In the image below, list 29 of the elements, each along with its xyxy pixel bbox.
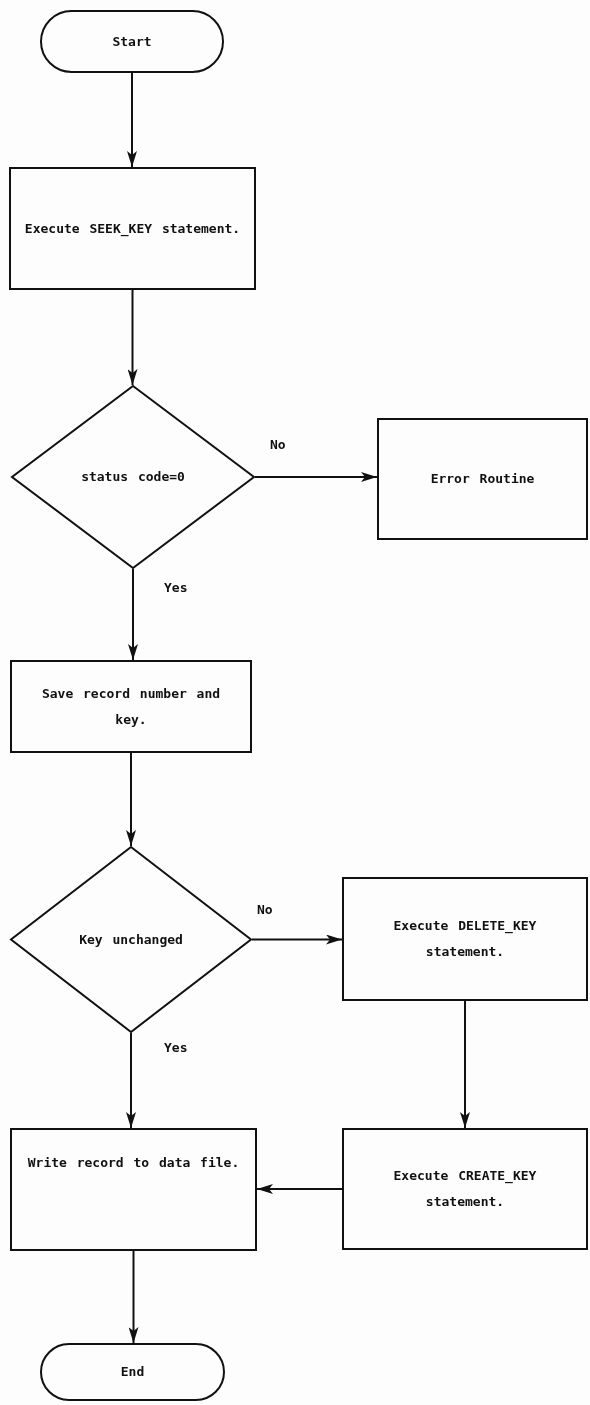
arrow xyxy=(256,1184,343,1194)
decision-diamond xyxy=(11,385,255,569)
arrow xyxy=(128,1250,139,1344)
decision-diamond xyxy=(10,846,252,1033)
node-text: Key unchanged xyxy=(79,930,183,949)
node-text: Execute DELETE_KEY statement. xyxy=(392,917,538,961)
node-text: Error Routine xyxy=(430,470,535,488)
arrow xyxy=(460,1000,470,1129)
node-text: Write record to data file. xyxy=(27,1154,240,1172)
node-text: Save record number and key. xyxy=(40,684,222,729)
arrow xyxy=(251,934,343,945)
process-box xyxy=(10,1128,257,1251)
terminal-shape xyxy=(40,1343,225,1401)
process-box xyxy=(342,877,588,1001)
arrow xyxy=(254,472,378,482)
node-text: status code=0 xyxy=(81,468,185,486)
node-text: Execute CREATE_KEY statement. xyxy=(392,1167,538,1211)
arrow xyxy=(127,289,138,386)
node-text: Start xyxy=(112,32,152,51)
arrow xyxy=(126,752,136,847)
arrow xyxy=(127,72,137,168)
node-text: End xyxy=(120,1363,145,1381)
process-box xyxy=(377,418,588,540)
process-box xyxy=(10,660,252,753)
process-box xyxy=(9,167,256,290)
process-box xyxy=(342,1128,588,1250)
arrow xyxy=(126,1032,136,1129)
arrow xyxy=(128,568,138,661)
node-text: Execute SEEK_KEY statement. xyxy=(24,219,241,239)
